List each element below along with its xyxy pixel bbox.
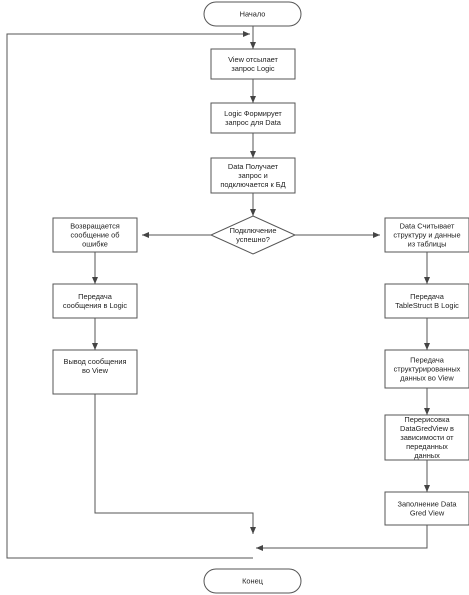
node-label-line: Конец — [242, 577, 264, 586]
node-label-line: подключается к БД — [220, 180, 285, 189]
node-label-line: переданных — [406, 442, 448, 451]
node-label-line: Передача — [410, 356, 445, 365]
node-label-line: из таблицы — [408, 240, 447, 249]
node-label-line: Передача — [410, 292, 445, 301]
edge-fill-grid-to-merge — [256, 525, 428, 551]
node-label-line: запрос Logic — [231, 64, 274, 73]
node-label-end: Конец — [242, 577, 264, 586]
node-label-line: Заполнение Data — [397, 500, 457, 509]
node-label-line: Data Считывает — [400, 222, 455, 231]
end-terminator: Конец — [203, 568, 302, 594]
start-terminator: Начало — [203, 1, 302, 27]
node-label-line: Передача — [78, 292, 113, 301]
edge-loop-back-to-top — [6, 31, 253, 559]
node-label-line: данных — [414, 451, 440, 460]
edge-output-message-to-end-merge — [94, 394, 256, 534]
node-label-line: сообщения в Logic — [63, 301, 128, 310]
node-label-line: View отсылает — [228, 55, 278, 64]
node-label-line: Data Получает — [228, 162, 279, 171]
node-label-line: Начало — [240, 10, 266, 19]
node-label-line: TableStruct В Logic — [395, 301, 459, 310]
node-label-start: Начало — [240, 10, 266, 19]
node-label-line: структуру и данные — [393, 231, 460, 240]
node-label-line: Logic Формирует — [224, 109, 282, 118]
node-label-line: данных во View — [400, 374, 454, 383]
node-label-line: запрос и — [238, 171, 268, 180]
node-label-line: Gred View — [410, 509, 445, 518]
node-label-line: Подключение — [230, 226, 277, 235]
node-label-line: структурированных — [394, 365, 461, 374]
node-label-line: успешно? — [236, 235, 270, 244]
node-label-line: во View — [82, 366, 109, 375]
node-label-line: зависимости от — [400, 433, 454, 442]
node-label-line: ошибке — [82, 240, 108, 249]
node-label-line: Перерисовка — [404, 415, 450, 424]
node-label-line: Вывод сообщения — [64, 357, 127, 366]
node-label-line: сообщение об — [70, 231, 119, 240]
node-label-line: запрос для Data — [225, 118, 282, 127]
node-label-line: DataGredView в — [400, 424, 454, 433]
node-label-line: Возвращается — [70, 222, 120, 231]
